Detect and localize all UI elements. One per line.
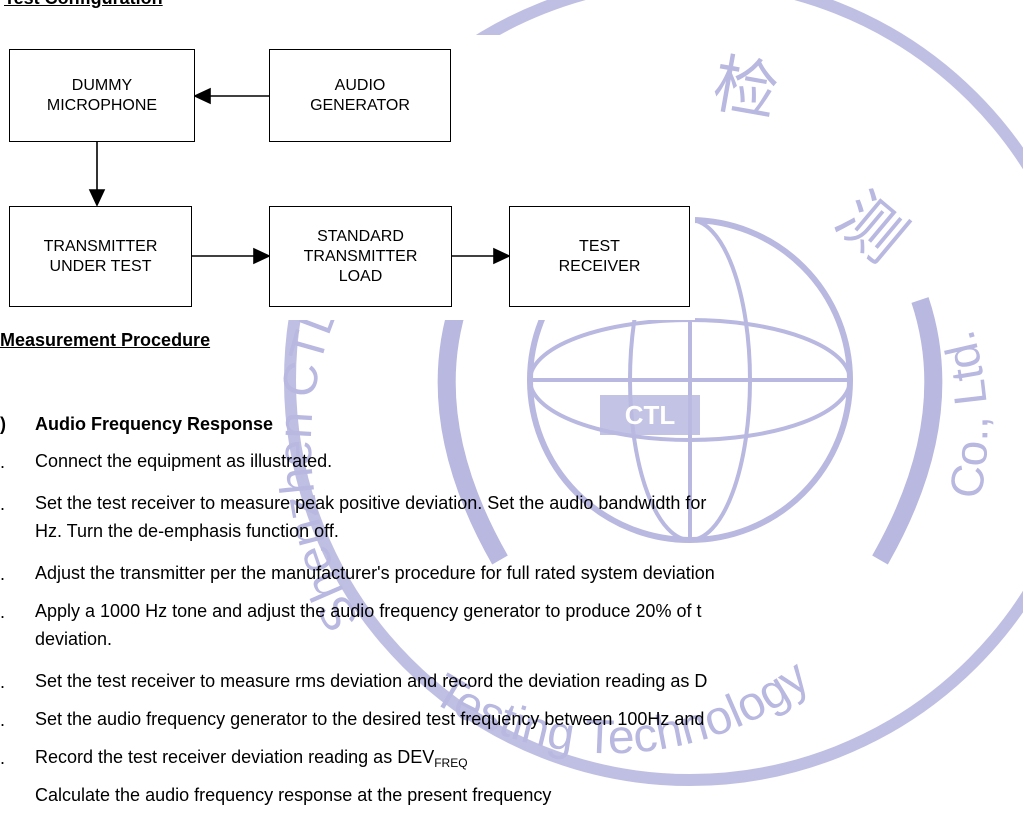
- watermark-char-1: 检: [707, 47, 783, 131]
- standard-transmitter-load-box: STANDARD TRANSMITTER LOAD: [269, 206, 452, 307]
- globe-label: CTL: [625, 400, 676, 430]
- step-text: Set the test receiver to measure peak po…: [35, 493, 707, 513]
- step-marker: .: [0, 494, 6, 514]
- step-text-main: Record the test receiver deviation readi…: [35, 747, 435, 767]
- top-heading-partial: Test Configuration: [0, 0, 240, 14]
- audio-generator-box: AUDIO GENERATOR: [269, 49, 451, 142]
- step-text-continuation: deviation.: [35, 629, 113, 649]
- dummy-microphone-box: DUMMY MICROPHONE: [9, 49, 195, 142]
- step-text: Calculate the audio frequency response a…: [35, 785, 552, 805]
- step-marker: .: [0, 602, 6, 622]
- step-text-continuation: Hz. Turn the de-emphasis function off.: [35, 521, 339, 541]
- step-marker: .: [0, 564, 6, 584]
- ring-text-right: Co., Ltd.: [932, 325, 998, 501]
- subsection-marker: ): [0, 414, 6, 434]
- step-text: Apply a 1000 Hz tone and adjust the audi…: [35, 601, 702, 621]
- step-marker: .: [0, 452, 6, 472]
- section-title: Measurement Procedure: [0, 330, 211, 350]
- watermark-char-2: 测: [822, 179, 919, 277]
- globe-label-plate: [600, 395, 700, 435]
- step-text: Set the audio frequency generator to the…: [35, 709, 705, 729]
- transmitter-under-test-box: TRANSMITTER UNDER TEST: [9, 206, 192, 307]
- step-marker: .: [0, 710, 6, 730]
- step-text: Adjust the transmitter per the manufactu…: [35, 563, 715, 583]
- subsection-title: Audio Frequency Response: [35, 414, 274, 434]
- step-text: Record the test receiver deviation readi…: [35, 742, 468, 778]
- step-marker: .: [0, 672, 6, 692]
- test-receiver-box: TEST RECEIVER: [509, 206, 690, 307]
- dev-freq-subscript: FREQ: [434, 756, 468, 770]
- step-text: Set the test receiver to measure rms dev…: [35, 671, 708, 691]
- step-text: Connect the equipment as illustrated.: [35, 451, 333, 471]
- step-marker: .: [0, 748, 6, 768]
